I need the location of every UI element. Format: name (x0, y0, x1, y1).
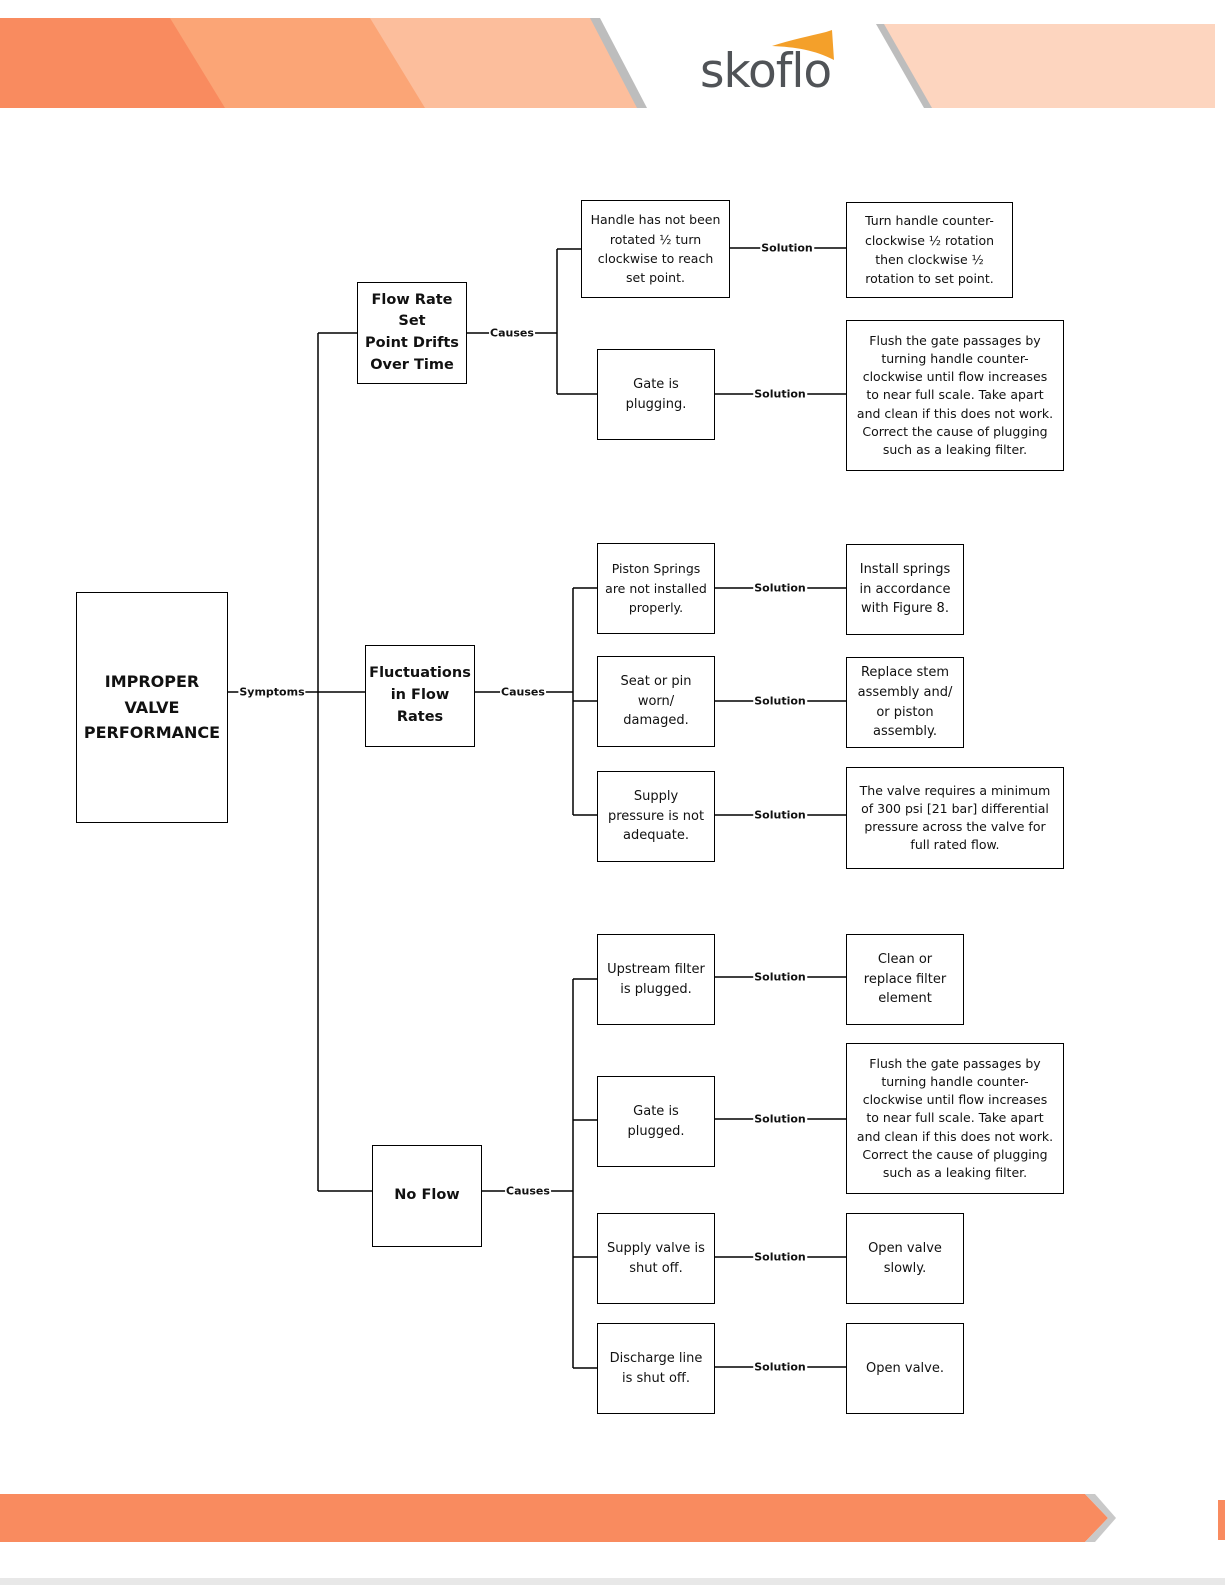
symptom-node: Fluctuations in Flow Rates (365, 645, 475, 747)
causes-label: Causes (500, 685, 546, 699)
solution-node: Turn handle counter- clockwise ½ rotatio… (846, 202, 1013, 298)
solution-label: Solution (753, 970, 807, 984)
solution-label: Solution (753, 1112, 807, 1126)
causes-label: Causes (505, 1184, 551, 1198)
header-shape-dark (0, 18, 240, 108)
solution-label: Solution (753, 808, 807, 822)
solution-label: Solution (753, 1250, 807, 1264)
solution-label: Solution (753, 694, 807, 708)
causes-label: Causes (489, 326, 535, 340)
solution-node: Flush the gate passages by turning handl… (846, 320, 1064, 471)
cause-node: Handle has not been rotated ½ turn clock… (581, 200, 730, 298)
footer-shape-gray-edge (1085, 1494, 1116, 1542)
symptom-node: Flow Rate Set Point Drifts Over Time (357, 282, 467, 384)
header-shape-gray-edge (590, 18, 647, 108)
footer-band (0, 1494, 1225, 1585)
solution-node: Install springs in accordance with Figur… (846, 544, 964, 635)
cause-node: Gate is plugged. (597, 1076, 715, 1167)
brand-logo: skoflo (700, 44, 832, 99)
header-shape-mid (170, 18, 435, 108)
solution-node: Flush the gate passages by turning handl… (846, 1043, 1064, 1194)
solution-label: Solution (753, 581, 807, 595)
solution-node: Replace stem assembly and/ or piston ass… (846, 657, 964, 748)
cause-node: Supply valve is shut off. (597, 1213, 715, 1304)
solution-node: Open valve. (846, 1323, 964, 1414)
symptom-node: No Flow (372, 1145, 482, 1247)
header-shape-light (370, 18, 642, 108)
footer-bottom-strip (0, 1578, 1225, 1585)
cause-node: Discharge line is shut off. (597, 1323, 715, 1414)
cause-node: Gate is plugging. (597, 349, 715, 440)
cause-node: Seat or pin worn/ damaged. (597, 656, 715, 747)
header-band (0, 18, 1215, 108)
solution-label: Solution (760, 241, 814, 255)
footer-edge-marker (1218, 1500, 1225, 1540)
header-shape-gray-edge-right (876, 24, 934, 108)
solution-label: Solution (753, 1360, 807, 1374)
root-node: IMPROPER VALVE PERFORMANCE (76, 592, 228, 823)
cause-node: Upstream filter is plugged. (597, 934, 715, 1025)
footer-shape (0, 1494, 1108, 1542)
cause-node: Piston Springs are not installed properl… (597, 543, 715, 634)
logo-swoosh-icon (772, 30, 834, 60)
solution-node: The valve requires a minimum of 300 psi … (846, 767, 1064, 869)
symptoms-label: Symptoms (238, 685, 306, 699)
solution-node: Open valve slowly. (846, 1213, 964, 1304)
solution-node: Clean or replace filter element (846, 934, 964, 1025)
solution-label: Solution (753, 387, 807, 401)
header-shape-peach (884, 24, 1215, 108)
cause-node: Supply pressure is not adequate. (597, 771, 715, 862)
